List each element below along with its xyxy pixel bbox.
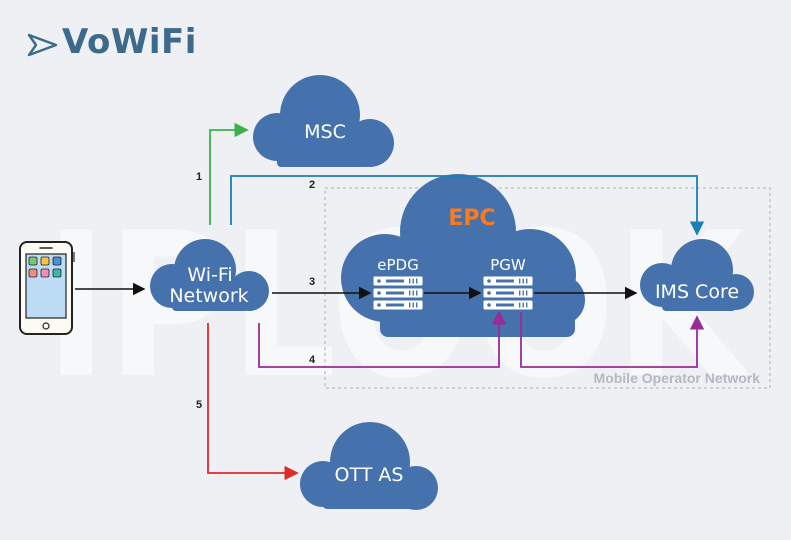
diagram-title: VoWiFi	[62, 22, 197, 62]
pgw-label: PGW	[490, 256, 526, 274]
epc-cloud: EPC ePDG PGW	[341, 174, 585, 337]
ott-as-cloud: OTT AS	[300, 422, 438, 510]
epc-label: EPC	[448, 206, 495, 231]
epdg-server-icon	[372, 275, 424, 311]
wifi-label-line1: Wi-Fi	[187, 264, 232, 286]
msc-cloud: MSC	[253, 75, 394, 167]
ims-core-label: IMS Core	[655, 281, 739, 303]
path-5-label: 5	[196, 399, 202, 411]
wifi-network-cloud: Wi-Fi Network	[150, 239, 269, 311]
path-3-label: 3	[309, 276, 315, 288]
msc-label: MSC	[304, 121, 346, 143]
path-2-line	[230, 175, 705, 236]
pgw-server-icon	[482, 275, 534, 311]
path-1-label: 1	[196, 171, 202, 183]
path-4-line-a	[258, 310, 507, 368]
path-4-label: 4	[309, 354, 316, 366]
ims-core-cloud: IMS Core	[640, 239, 754, 311]
ott-as-label: OTT AS	[335, 464, 404, 486]
mobile-operator-region	[324, 187, 771, 389]
path-4-line-b	[520, 312, 705, 368]
smartphone-icon	[19, 241, 75, 335]
send-arrow-icon	[27, 33, 58, 57]
path-2-label: 2	[309, 179, 315, 191]
region-label: Mobile Operator Network	[594, 370, 761, 386]
path-5-line	[207, 323, 299, 481]
path-1-line	[209, 122, 249, 225]
wifi-label-line2: Network	[169, 285, 248, 307]
epdg-label: ePDG	[377, 256, 418, 274]
